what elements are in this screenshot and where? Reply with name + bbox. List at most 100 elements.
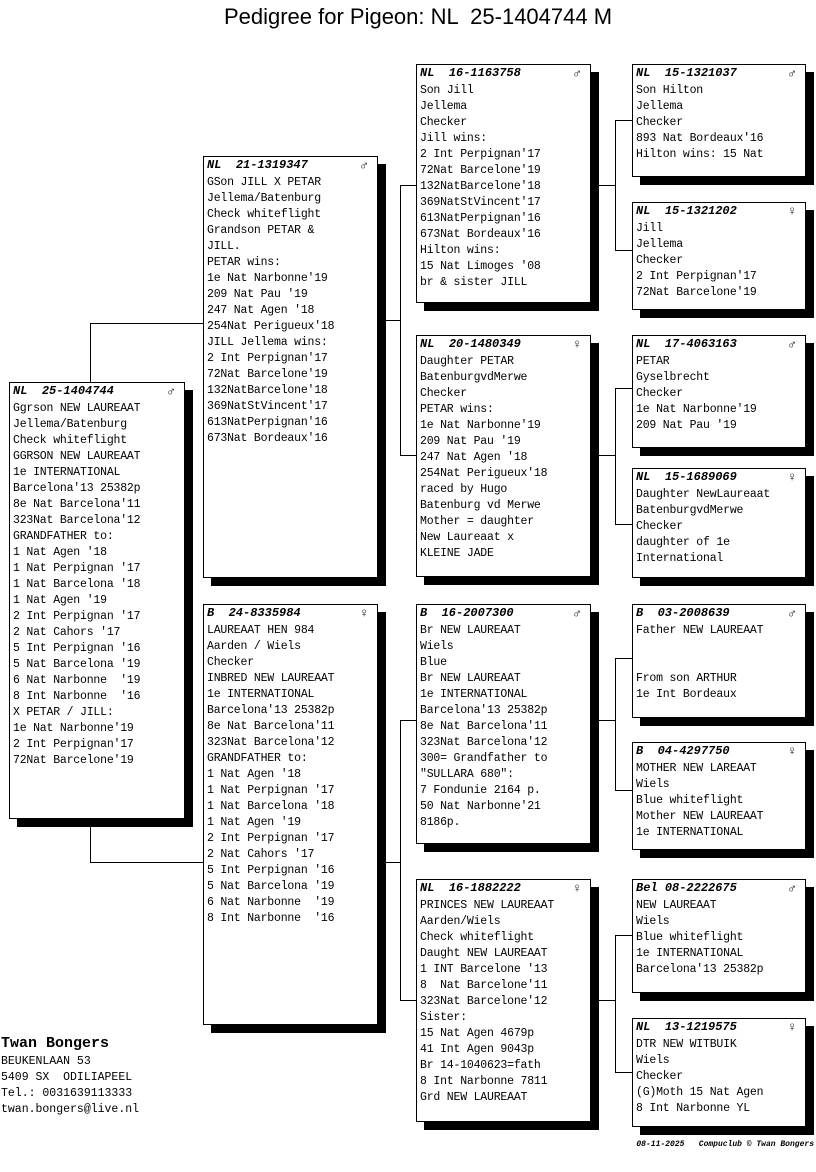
ring-number: 24-8335984 — [228, 606, 301, 620]
pedigree-line: KLEINE JADE — [420, 547, 494, 560]
pedigree-line: 8e Nat Barcelona'11 — [13, 498, 141, 511]
female-icon: ♀ — [788, 744, 796, 759]
pedigree-line: Br NEW LAUREAAT — [420, 672, 521, 685]
pedigree-line: 1 Nat Agen '19 — [13, 594, 107, 607]
pedigree-line: Checker — [636, 116, 683, 129]
ring-number: 17-4063163 — [664, 337, 737, 351]
pedigree-line: Blue whiteflight — [636, 931, 744, 944]
pedigree-line: Checker — [636, 1070, 683, 1083]
pedigree-line: Checker — [207, 656, 254, 669]
connector-line — [400, 185, 416, 186]
spacer — [650, 470, 664, 484]
spacer — [434, 881, 448, 895]
country-code: Bel — [636, 881, 658, 895]
pedigree-line: 72Nat Barcelone'19 — [420, 164, 541, 177]
pedigree-line: Jellema/Batenburg — [13, 418, 127, 431]
pedigree-line: 1e INTERNATIONAL — [636, 826, 744, 839]
spacer — [214, 606, 228, 620]
pigeon-header: B 03-2008639♂ — [636, 606, 802, 623]
pedigree-line: Mother = daughter — [420, 515, 534, 528]
pedigree-line: 1 INT Barcelone '13 — [420, 963, 548, 976]
pedigree-line: NEW LAUREAAT — [636, 899, 717, 912]
pedigree-line: Barcelona'13 25382p — [13, 482, 141, 495]
spacer — [434, 66, 448, 80]
pedigree-line: 209 Nat Pau '19 — [420, 435, 521, 448]
connector-line — [90, 323, 203, 324]
pedigree-line: 2 Nat Cahors '17 — [13, 626, 121, 639]
male-icon: ♂ — [788, 66, 796, 81]
pedigree-line: Jellema — [636, 238, 683, 251]
pedigree-line: GRANDFATHER to: — [207, 752, 308, 765]
pedigree-line: Batenburg vd Merwe — [420, 499, 541, 512]
pigeon-header: NL 15-1321202♀ — [636, 204, 802, 221]
pedigree-line: PETAR — [636, 355, 670, 368]
pigeon-header: B 04-4297750♀ — [636, 744, 802, 761]
connector-line — [378, 320, 400, 321]
pedigree-line: br & sister JILL — [420, 276, 528, 289]
pedigree-line: 1e INTERNATIONAL — [207, 688, 315, 701]
country-code: NL — [420, 337, 435, 351]
pedigree-line: Daughter NewLaureaat — [636, 488, 771, 501]
ring-number: 20-1480349 — [448, 337, 521, 351]
pigeon-header: NL 25-1404744♂ — [13, 384, 181, 401]
pigeon-header: NL 15-1689069♀ — [636, 470, 802, 487]
pedigree-line: 8 Nat Barcelone'11 — [420, 979, 548, 992]
pedigree-line: PETAR wins: — [207, 256, 281, 269]
pigeon-header: B 24-8335984♀ — [207, 606, 374, 623]
spacer — [650, 204, 664, 218]
male-icon: ♂ — [573, 66, 581, 81]
pigeon-card-ggp-5[interactable]: B 03-2008639♂Father NEW LAUREAAT From so… — [632, 604, 806, 718]
pedigree-line: Grd NEW LAUREAAT — [420, 1091, 528, 1104]
pedigree-line: 1 Nat Agen '18 — [13, 546, 107, 559]
connector-line — [400, 720, 416, 721]
pedigree-line: 1 Nat Agen '19 — [207, 816, 301, 829]
pedigree-line: 8 Int Narbonne '16 — [207, 912, 335, 925]
pedigree-line: 5 Nat Barcelona '19 — [207, 880, 335, 893]
spacer — [650, 337, 664, 351]
country-code: B — [420, 606, 428, 620]
connector-line — [591, 1000, 615, 1001]
pedigree-line: GRANDFATHER to: — [13, 530, 114, 543]
pedigree-line: Barcelona'13 25382p — [207, 704, 335, 717]
pedigree-line: 8 Int Narbonne YL — [636, 1102, 750, 1115]
connector-line — [615, 120, 616, 251]
pedigree-line: 72Nat Barcelone'19 — [207, 368, 328, 381]
pedigree-line: LAUREAAT HEN 984 — [207, 624, 315, 637]
pigeon-header: NL 16-1163758♂ — [420, 66, 587, 83]
pedigree-line: 2 Int Perpignan '17 — [13, 610, 141, 623]
connector-line — [615, 658, 616, 791]
female-icon: ♀ — [788, 470, 796, 485]
pedigree-line: 15 Nat Agen 4679p — [420, 1027, 534, 1040]
pedigree-line: Check whiteflight — [207, 208, 321, 221]
pedigree-line: Checker — [636, 254, 683, 267]
pedigree-line: Aarden/Wiels — [420, 915, 501, 928]
pedigree-line: Checker — [636, 387, 683, 400]
country-code: NL — [636, 337, 651, 351]
pedigree-line: BatenburgvdMerwe — [420, 371, 528, 384]
country-code: NL — [636, 1020, 651, 1034]
pigeon-header: NL 17-4063163♂ — [636, 337, 802, 354]
pedigree-line: BatenburgvdMerwe — [636, 504, 744, 517]
spacer — [650, 66, 664, 80]
pedigree-line: 132NatBarcelone'18 — [420, 180, 541, 193]
pedigree-line: 1 Nat Barcelona '18 — [207, 800, 335, 813]
pedigree-line: PRINCES NEW LAUREAAT — [420, 899, 555, 912]
pedigree-line: Mother NEW LAUREAAT — [636, 810, 764, 823]
breeder-email[interactable]: twan.bongers@live.nl — [1, 1103, 140, 1116]
ring-number: 21-1319347 — [235, 158, 308, 172]
pedigree-line: 8 Int Narbonne 7811 — [420, 1075, 548, 1088]
